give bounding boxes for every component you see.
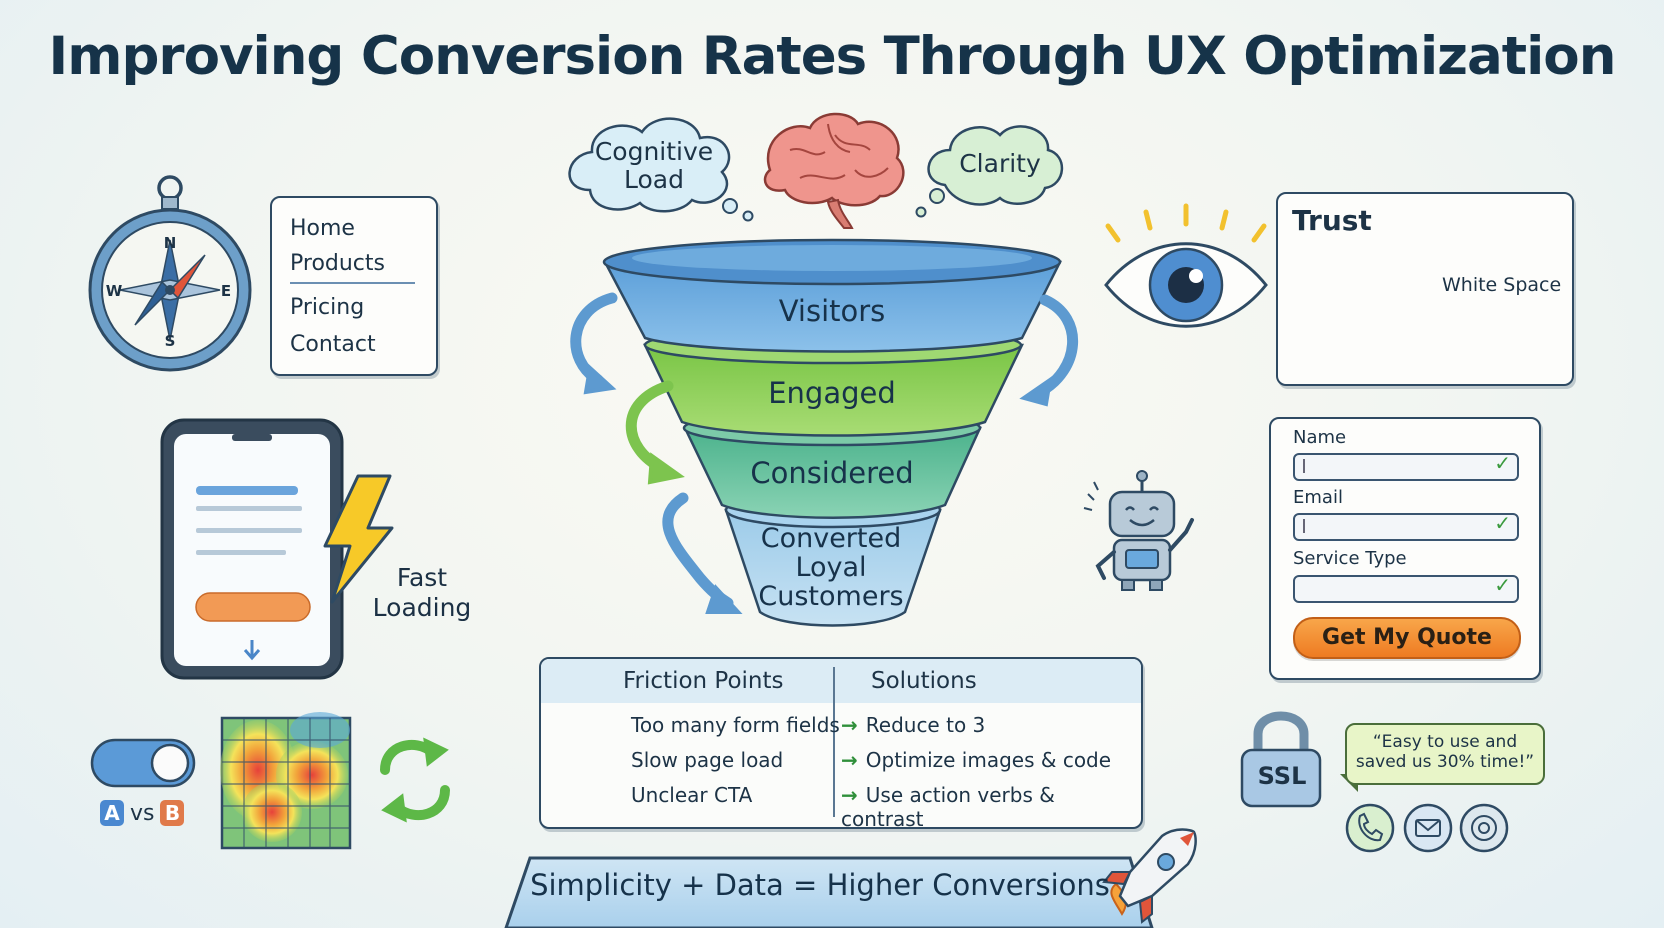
solution-text: Optimize images & code: [865, 748, 1112, 772]
email-field-label: Email: [1293, 487, 1343, 508]
arrow-right-icon: →: [841, 748, 858, 772]
friction-row-1: Too many form fields: [631, 713, 840, 737]
solutions-header: Solutions: [871, 668, 977, 694]
solution-row-3: →Use action verbs & contrast: [841, 783, 1141, 831]
variant-a-badge: A: [100, 800, 124, 826]
name-field[interactable]: ✓: [1293, 451, 1519, 481]
solution-text: Reduce to 3: [865, 713, 986, 737]
brain-icon: [763, 112, 905, 229]
compass-west: W: [106, 282, 123, 300]
friction-row-2: Slow page load: [631, 748, 784, 772]
conversion-funnel: [602, 238, 1063, 627]
solution-row-2: → Optimize images & code: [841, 748, 1111, 772]
conclusion-banner-text: Simplicity + Data = Higher Conversions: [530, 868, 1110, 902]
nav-item-home[interactable]: Home: [290, 216, 355, 241]
thought-cloud-cognitive: [568, 117, 754, 222]
ssl-badge-label: SSL: [1257, 762, 1307, 790]
arrow-right-icon: →: [841, 783, 858, 807]
solution-row-1: → Reduce to 3: [841, 713, 985, 737]
friction-points-header: Friction Points: [623, 668, 784, 694]
service-type-label: Service Type: [1293, 548, 1407, 569]
ab-vs-text: vs: [130, 801, 155, 826]
trust-card: Trust White Space: [1276, 192, 1574, 386]
page-title: Improving Conversion Rates Through UX Op…: [48, 26, 1617, 87]
heatmap-icon: [220, 712, 352, 850]
friction-row-3: Unclear CTA: [631, 783, 753, 807]
ab-toggle-icon: [90, 738, 196, 788]
funnel-stage-converted: [724, 508, 942, 627]
compass-icon: [88, 175, 252, 372]
quote-form-card: Name ✓ Email ✓ Service Type ✓ Get My Quo…: [1269, 417, 1541, 680]
robot-icon: [1083, 470, 1194, 591]
nav-item-pricing[interactable]: Pricing: [290, 295, 365, 320]
solution-text: Use action verbs & contrast: [841, 783, 1055, 831]
nav-item-products[interactable]: Products: [290, 251, 385, 276]
funnel-stage-visitors: [602, 260, 1063, 353]
trust-title: Trust: [1292, 204, 1372, 237]
check-icon: ✓: [1494, 451, 1511, 475]
fast-loading-label: Fast Loading: [372, 563, 472, 622]
compass-east: E: [221, 282, 231, 300]
table-header: [541, 659, 1141, 703]
conclusion-banner: [504, 856, 1154, 928]
cognitive-load-label: Cognitive Load: [594, 137, 714, 194]
funnel-label-engaged: Engaged: [768, 376, 896, 410]
funnel-stage-engaged: [643, 343, 1024, 437]
funnel-stage-considered: [683, 426, 982, 519]
get-my-quote-button[interactable]: Get My Quote: [1293, 617, 1521, 659]
friction-solutions-table: Friction Points Solutions Too many form …: [539, 657, 1143, 831]
check-icon: ✓: [1494, 511, 1511, 535]
compass-south: S: [165, 332, 176, 350]
compass-north: N: [164, 234, 177, 252]
email-field[interactable]: ✓: [1293, 511, 1519, 541]
navigation-menu-card: Home Products Pricing Contact: [270, 196, 438, 376]
check-icon: ✓: [1494, 573, 1511, 597]
refresh-cycle-icon: [380, 737, 450, 823]
phone-contact-icon: [1345, 803, 1395, 853]
thought-cloud-clarity: [915, 125, 1064, 218]
chat-contact-icon: [1459, 803, 1509, 853]
nav-item-contact[interactable]: Contact: [290, 332, 376, 357]
arrow-right-icon: →: [841, 713, 858, 737]
white-space-label: White Space: [1442, 274, 1562, 296]
variant-b-badge: B: [160, 800, 185, 826]
column-divider: [833, 667, 835, 817]
testimonial-bubble: “Easy to use and saved us 30% time!”: [1345, 723, 1545, 785]
phone-icon: [160, 418, 344, 680]
name-field-label: Name: [1293, 427, 1347, 448]
clarity-label: Clarity: [959, 149, 1041, 178]
nav-divider: [290, 282, 415, 284]
eye-icon: [1104, 203, 1268, 328]
rocket-icon: [1102, 828, 1197, 924]
funnel-label-considered: Considered: [750, 456, 914, 490]
service-type-select[interactable]: ✓: [1293, 573, 1519, 603]
padlock-icon: [1240, 711, 1322, 808]
email-contact-icon: [1403, 803, 1453, 853]
funnel-label-visitors: Visitors: [778, 294, 886, 328]
flow-arrows: [570, 292, 1078, 614]
funnel-label-converted: Converted Loyal Customers: [758, 523, 904, 612]
lightning-icon: [323, 474, 394, 604]
